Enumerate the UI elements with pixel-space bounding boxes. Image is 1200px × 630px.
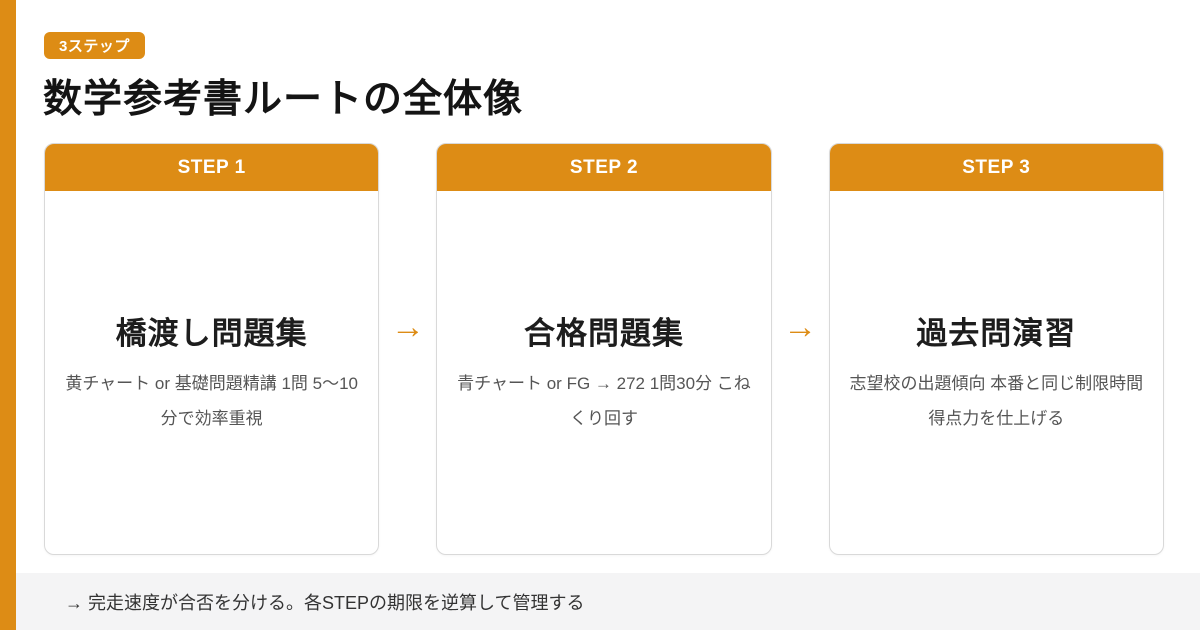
step-1-body: 橋渡し問題集 黄チャート or 基礎問題精講 1問 5〜10分で効率重視: [45, 191, 378, 554]
right-arrow-icon: →: [390, 308, 425, 346]
arrow-column-2: →: [772, 143, 829, 555]
steps-row: STEP 1 橋渡し問題集 黄チャート or 基礎問題精講 1問 5〜10分で効…: [44, 143, 1164, 555]
step-1-description: 黄チャート or 基礎問題精講 1問 5〜10分で効率重視: [65, 374, 358, 428]
step-1-title: 橋渡し問題集: [115, 316, 308, 352]
step-count-badge-label: 3ステップ: [59, 38, 130, 55]
right-arrow-icon: →: [783, 308, 818, 346]
step-2-description: 青チャート or FG → 272 1問30分 こねくり回す: [457, 374, 751, 428]
step-card-1: STEP 1 橋渡し問題集 黄チャート or 基礎問題精講 1問 5〜10分で効…: [44, 143, 380, 555]
step-card-3: STEP 3 過去問演習 志望校の出題傾向 本番と同じ制限時間 得点力を仕上げる: [828, 143, 1164, 555]
step-2-body: 合格問題集 青チャート or FG → 272 1問30分 こねくり回す: [437, 191, 770, 554]
step-3-description: 志望校の出題傾向 本番と同じ制限時間 得点力を仕上げる: [849, 374, 1144, 428]
step-3-title: 過去問演習: [916, 316, 1077, 352]
footer-note-bar: → 完走速度が合否を分ける。各STEPの期限を逆算して管理する: [16, 573, 1200, 630]
arrow-column-1: →: [379, 143, 436, 555]
step-2-header: STEP 2: [437, 144, 771, 191]
step-3-header: STEP 3: [829, 144, 1163, 191]
step-count-badge: 3ステップ: [44, 32, 145, 59]
footer-note: → 完走速度が合否を分ける。各STEPの期限を逆算して管理する: [65, 592, 585, 613]
step-2-title: 合格問題集: [523, 316, 684, 352]
step-3-body: 過去問演習 志望校の出題傾向 本番と同じ制限時間 得点力を仕上げる: [830, 191, 1163, 554]
step-card-2: STEP 2 合格問題集 青チャート or FG → 272 1問30分 こねく…: [436, 143, 772, 555]
left-accent-bar: [0, 0, 16, 630]
page-title: 数学参考書ルートの全体像: [43, 78, 524, 121]
step-1-header: STEP 1: [45, 144, 379, 191]
